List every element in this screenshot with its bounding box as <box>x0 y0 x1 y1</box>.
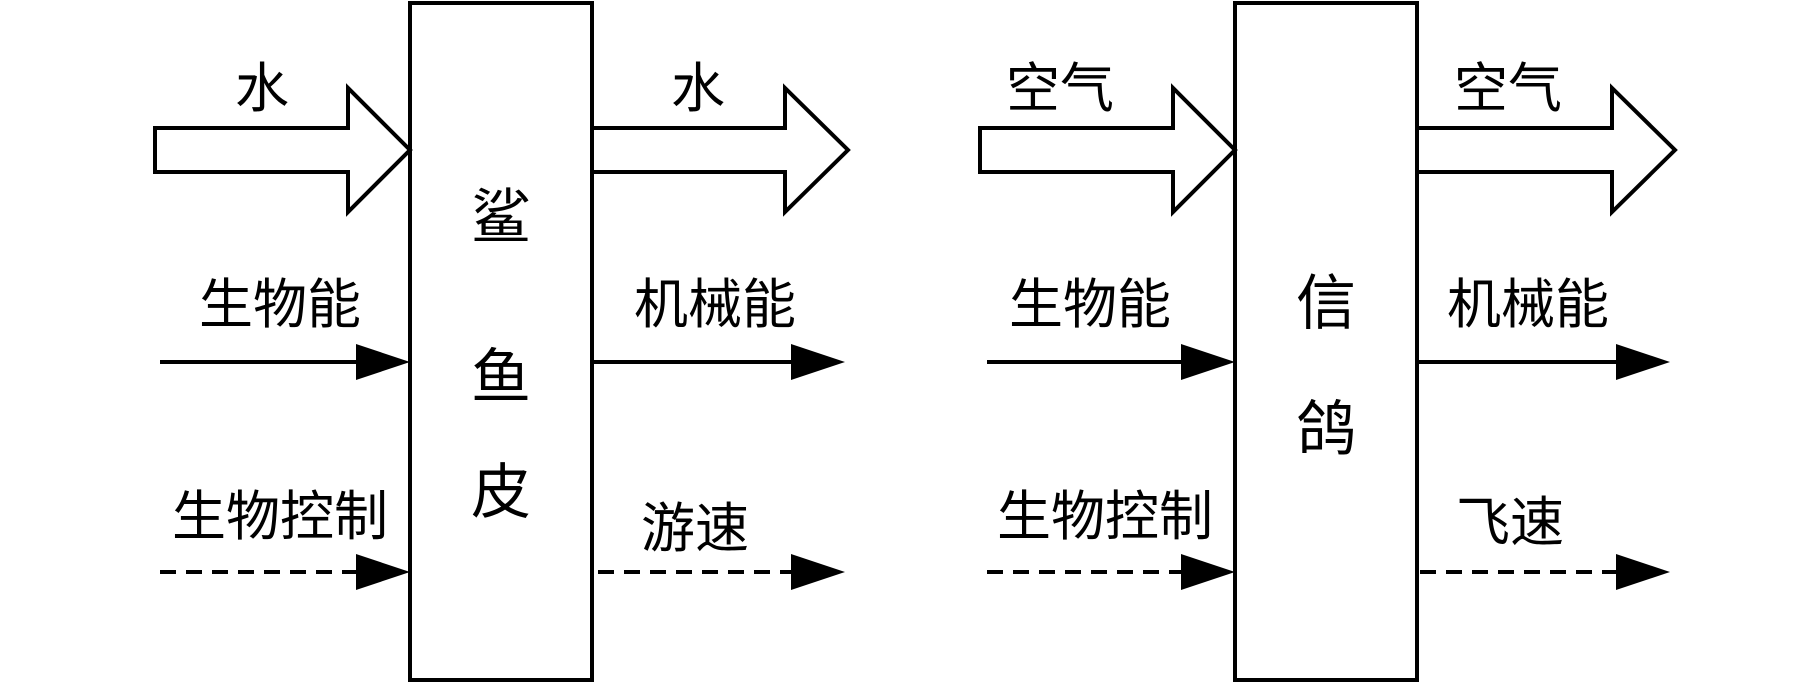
pigeon-char-1: 信 <box>1296 269 1356 339</box>
bio-control-input-label-2: 生物控制 <box>997 485 1213 548</box>
swim-speed-output-label: 游速 <box>641 497 749 560</box>
swim-speed-output-arrowhead <box>791 554 845 590</box>
mech-energy-output-label-2: 机械能 <box>1447 273 1609 336</box>
bio-energy-input-arrowhead <box>356 344 410 380</box>
pigeon-box <box>1233 1 1419 682</box>
mech-energy-output-arrowhead-2 <box>1616 344 1670 380</box>
shark-skin-char-1: 鲨 <box>471 183 531 253</box>
shark-skin-box <box>408 1 594 682</box>
water-input-arrow <box>153 83 413 217</box>
shark-skin-char-3: 皮 <box>471 458 531 528</box>
air-output-arrow <box>1415 83 1678 217</box>
water-output-arrow <box>590 83 851 217</box>
bio-control-input-arrowhead-2 <box>1181 554 1235 590</box>
air-input-label: 空气 <box>1006 57 1114 120</box>
water-input-label: 水 <box>235 57 289 120</box>
bio-control-input-label: 生物控制 <box>172 485 388 548</box>
pigeon-char-2: 鸽 <box>1296 395 1356 465</box>
panel-shark-skin: 鲨 鱼 皮 水 水 生物能 机械能 生物控制 游速 <box>153 1 851 682</box>
fly-speed-output-label: 飞速 <box>1456 491 1564 554</box>
mech-energy-output-label: 机械能 <box>634 273 796 336</box>
air-output-label: 空气 <box>1454 57 1562 120</box>
bio-energy-input-arrowhead-2 <box>1181 344 1235 380</box>
air-input-arrow <box>978 83 1238 217</box>
bio-control-input-arrowhead <box>356 554 410 590</box>
bio-energy-input-label-2: 生物能 <box>1009 273 1171 336</box>
bio-energy-input-label: 生物能 <box>199 273 361 336</box>
water-output-label: 水 <box>671 57 725 120</box>
mech-energy-output-arrowhead <box>791 344 845 380</box>
fly-speed-output-arrowhead <box>1616 554 1670 590</box>
shark-skin-char-2: 鱼 <box>471 343 531 413</box>
panel-pigeon: 信 鸽 空气 空气 生物能 机械能 生物控制 飞速 <box>978 1 1678 682</box>
